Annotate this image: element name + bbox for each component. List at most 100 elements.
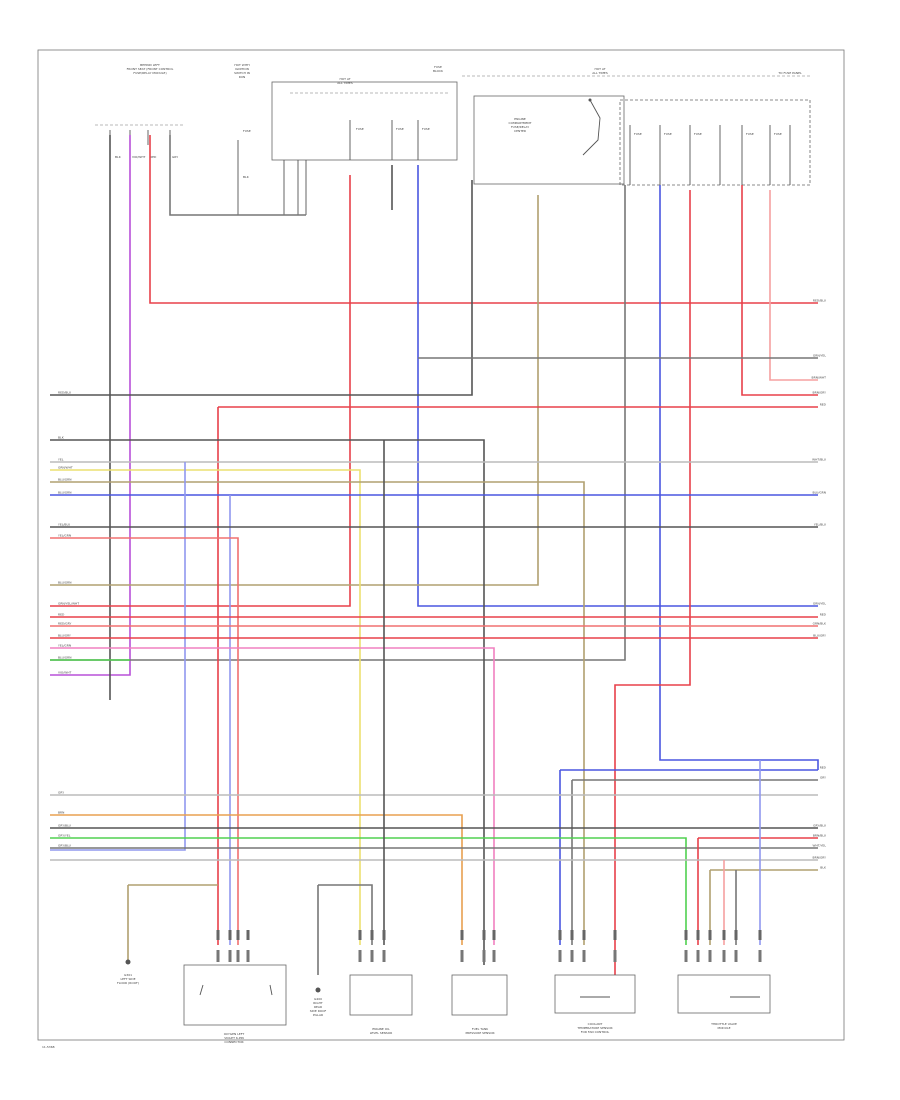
wire-lightRed-13 [769,190,818,381]
connector-pin [582,950,586,962]
right-wire-label: RED [820,766,827,770]
connector-pin [684,950,688,962]
connector-pin [708,930,712,940]
wire-red-4 [50,175,351,607]
right-wire-label: RED/BLU [813,299,826,303]
left-wire-labels: RED/BLUBLKYELGRN/WHTBLU/GRNBLU/GRNYEL/BL… [58,391,79,848]
right-wire-label: BLU/GRN [813,491,826,495]
left-wire-label: BLU/GRN [58,478,71,482]
connector-pin [358,950,362,962]
connector-pin [228,930,232,940]
sensor-c-box [451,974,508,1016]
left-wire-label: RED/GRY [58,622,72,626]
wire-red-37 [697,837,818,945]
wire-blue-10 [659,185,819,770]
connector-pin [492,930,496,940]
connector-pin [734,930,738,940]
connector-pin [570,950,574,962]
right-wire-label: RED [820,613,827,617]
connector-pin [482,930,486,940]
connector-pin [758,930,762,940]
connector-pin [370,930,374,940]
right-wire-label: BLK [820,866,827,870]
left-wire-label: BLU/GRN [58,656,71,660]
connector-pin [570,930,574,940]
wire-violet-1 [50,135,131,676]
left-wire-label: BLU/GRN [58,581,71,585]
sensor-a-box [183,964,287,1026]
left-wire-label: YEL/BLU [58,523,70,527]
connector-pins [216,930,762,962]
svg-text:FUSE: FUSE [243,129,251,133]
connector-pin [482,950,486,962]
wire-red-15 [217,406,818,945]
svg-text:FUSE: FUSE [774,132,782,136]
left-wire-label: YEL/GRN [58,534,71,538]
wire-tan-8 [50,195,539,586]
right-wire-label: BRN/WHT [812,376,827,380]
left-wire-label: YEL/GRN [58,644,71,648]
wire-dark-7 [50,180,473,396]
connector-pin [734,950,738,962]
connector-pin [582,930,586,940]
wire-pinkRed-24 [50,537,239,945]
connector-pin [613,950,617,962]
svg-text:FUSE: FUSE [356,127,364,131]
connector-pin [216,950,220,962]
svg-text:BLK: BLK [115,155,122,159]
left-wire-label: BLK [58,436,65,440]
wire-lightBlue-21 [50,462,186,851]
connector-pin [492,950,496,962]
wire-gray-9 [50,185,626,661]
connector-pin [236,950,240,962]
right-wire-label: GRY [820,776,826,780]
ground-left-icon [125,959,131,965]
left-wire-label: GRY/YEL [58,834,71,838]
connector-pin [558,950,562,962]
connector-pin [382,930,386,940]
right-wire-label: GRN/BLK [813,622,827,626]
wire-yellow-18 [50,469,361,945]
svg-text:FUSE: FUSE [634,132,642,136]
connector-pin [696,950,700,962]
wire-tan-39 [709,869,818,945]
left-wire-label: BLU/GRY [58,634,71,638]
svg-text:VIO/WHT: VIO/WHT [132,155,146,159]
sensor-b-box [349,974,413,1016]
right-wire-labels: RED/BLUGRN/YELBRN/WHTBRN/GRYREDWHT/BLUBL… [812,299,827,870]
connector-pin [460,930,464,940]
left-wire-label: GRY/BLU [58,824,71,828]
connector-pin [246,950,250,962]
left-wire-label: GRY/BLU [58,844,71,848]
wire-gray-41 [317,884,373,975]
left-wire-label: BRN [58,811,64,815]
right-wire-label: BRN/GRY [813,391,827,395]
right-wire-label: BLU/GRY [813,634,826,638]
connector-pin [236,930,240,940]
connector-pin [382,950,386,962]
connector-pin [246,930,250,940]
left-wire-label: VIO/WHT [58,671,72,675]
connector-pin [684,930,688,940]
wire-tan-19 [50,481,585,945]
left-wire-label: GRN/WHT [58,466,73,470]
connector-pin [228,950,232,962]
connector-pin [722,950,726,962]
right-wire-label: GRY/BLU [813,824,826,828]
svg-text:FUSE: FUSE [396,127,404,131]
connector-pin [708,950,712,962]
sensor-d-box [554,974,636,1014]
